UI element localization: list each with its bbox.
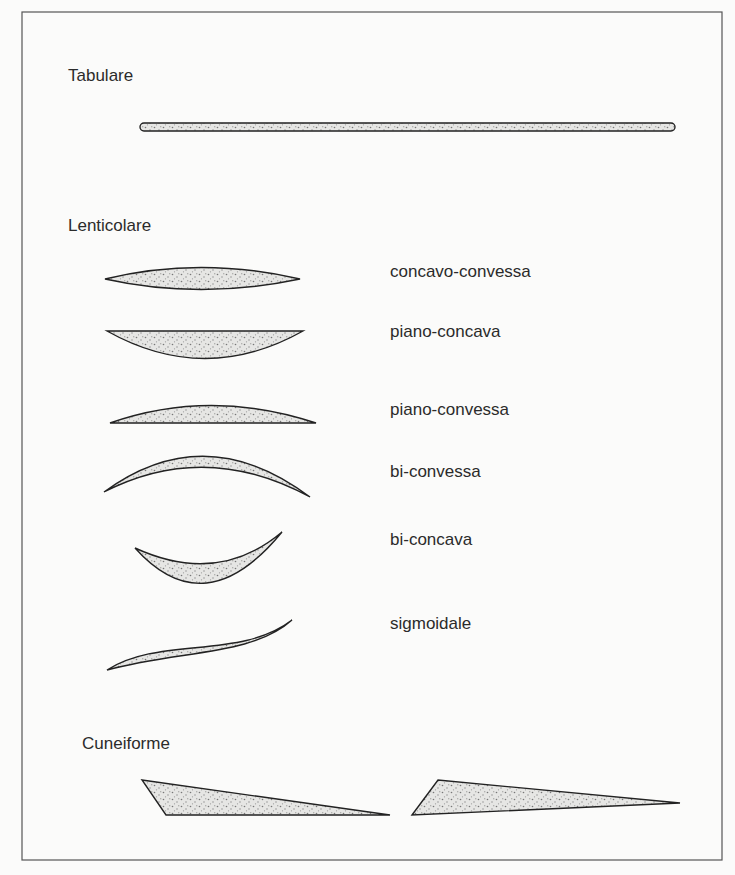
- shape-label: sigmoidale: [390, 614, 471, 634]
- sigmoidal-lens: [107, 620, 292, 670]
- shape-label: bi-concava: [390, 530, 472, 550]
- section-heading: Cuneiforme: [82, 734, 170, 754]
- biconvex-lens: [104, 456, 310, 497]
- frame: [22, 12, 722, 860]
- plano-concave-lens: [107, 331, 303, 359]
- shape-label: piano-concava: [390, 322, 501, 342]
- section-heading: Lenticolare: [68, 216, 151, 236]
- shape-label: bi-convessa: [390, 462, 481, 482]
- section-heading: Tabulare: [68, 66, 133, 86]
- plano-convex-lens: [110, 406, 316, 424]
- wedge: [142, 780, 390, 815]
- shape-label: piano-convessa: [390, 400, 509, 420]
- tabular-body: [140, 123, 675, 131]
- wedge: [412, 780, 680, 815]
- shape-label: concavo-convessa: [390, 262, 531, 282]
- concavo-convex-lens: [105, 268, 300, 290]
- biconcave-lens: [135, 532, 282, 583]
